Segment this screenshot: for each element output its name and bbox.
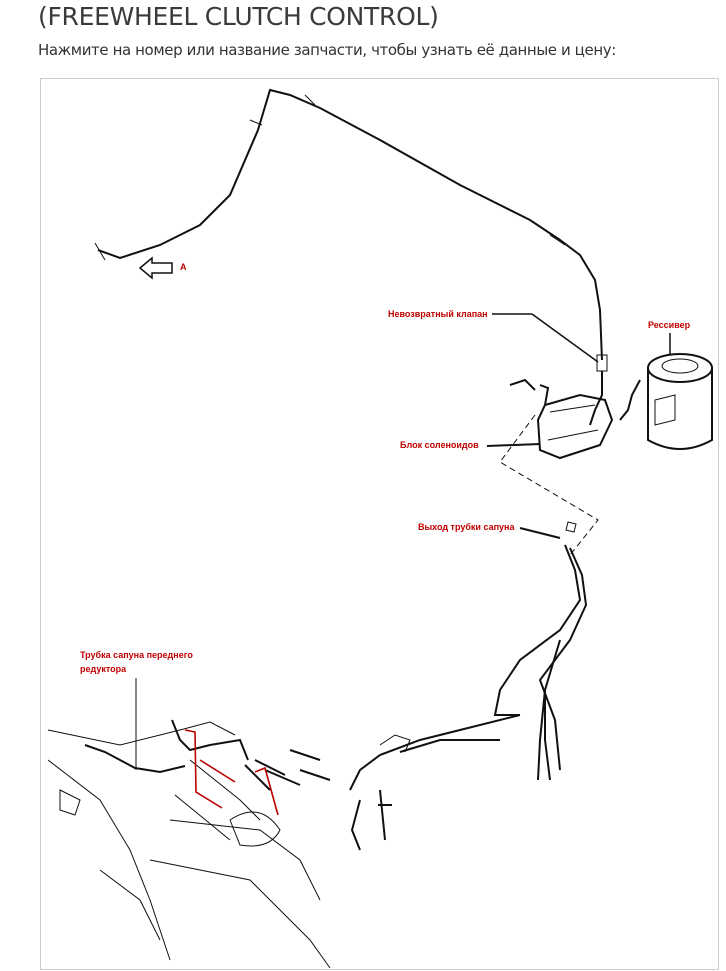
label-front-diff-breather[interactable]: Трубка сапуна переднего — [80, 650, 193, 660]
receiver-tank[interactable] — [619, 353, 713, 450]
solenoid-block[interactable] — [509, 378, 614, 460]
label-receiver[interactable]: Рессивер — [648, 320, 691, 330]
label-breather-outlet[interactable]: Выход трубки сапуна — [418, 522, 515, 532]
label-arrow-a[interactable]: A — [180, 262, 187, 272]
label-check-valve[interactable]: Невозвратный клапан — [388, 309, 488, 319]
parts-diagram-frame — [40, 78, 719, 970]
vacuum-pipe-upper[interactable] — [94, 88, 603, 361]
front-diff-breather-tube[interactable] — [84, 719, 331, 791]
page-subtitle: Нажмите на номер или название запчасти, … — [38, 41, 616, 59]
label-solenoid-block[interactable]: Блок соленоидов — [400, 440, 479, 450]
arrow-a-icon — [138, 256, 173, 280]
vacuum-pipe-lower[interactable] — [349, 544, 588, 851]
check-valve[interactable] — [589, 354, 608, 426]
transmission-housing — [47, 721, 331, 969]
label-front-diff-breather-line2[interactable]: редуктора — [80, 664, 127, 674]
page-title: (FREEWHEEL CLUTCH CONTROL) — [38, 2, 439, 31]
